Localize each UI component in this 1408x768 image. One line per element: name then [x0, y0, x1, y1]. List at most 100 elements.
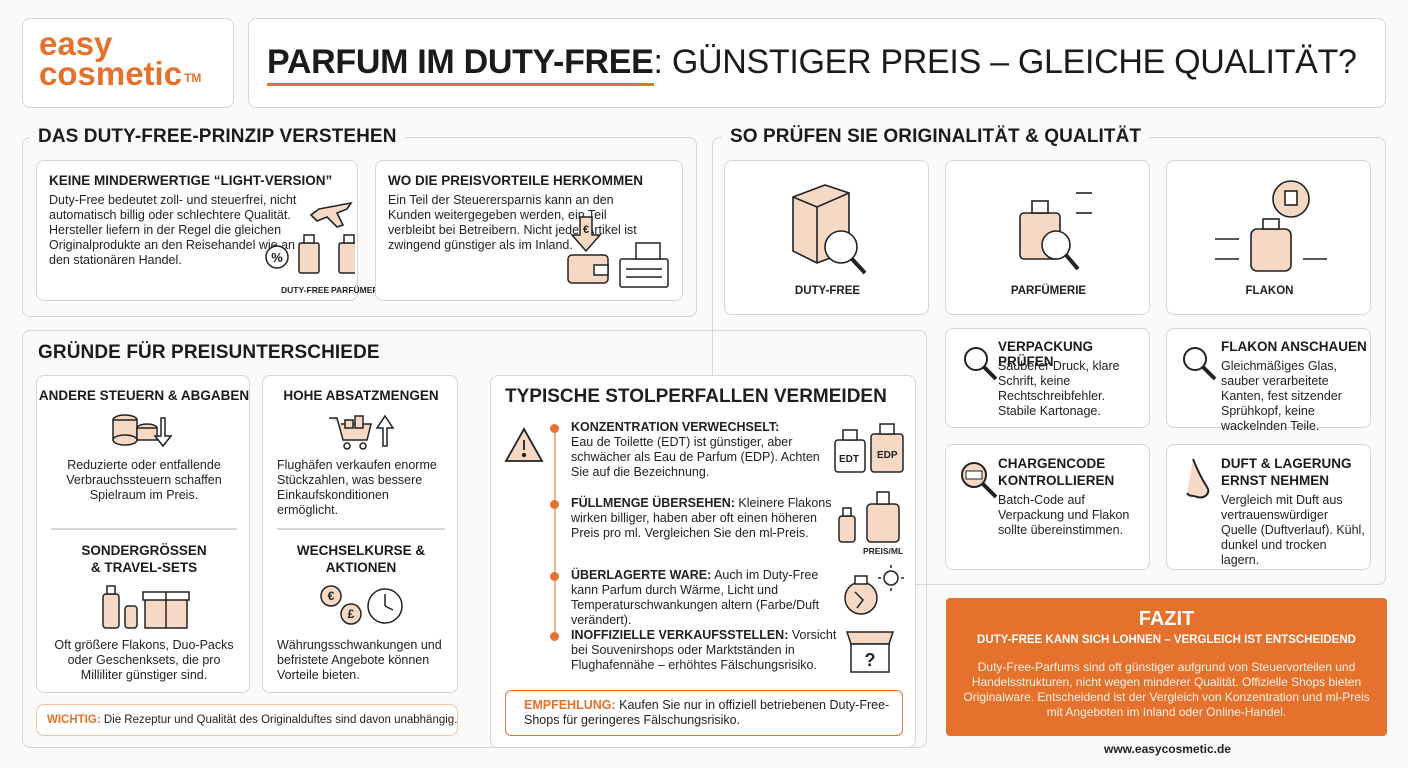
duty-free-bottle-icon [298, 234, 320, 274]
duty-free-illustration: % DUTY-FREE PARFÜMERIE [225, 193, 387, 299]
tip-title-3: CHARGENCODE KONTROLLIEREN [998, 456, 1115, 488]
footer-url[interactable]: www.easycosmetic.de [1104, 742, 1231, 756]
logo-tm: TM [184, 71, 202, 85]
page-title-highlight: PARFUM IM DUTY-FREE [267, 43, 654, 86]
reasons-note: WICHTIG: Die Rezeptur und Qualität des O… [36, 704, 458, 736]
check-icon-duty-free: DUTY-FREE [724, 160, 929, 315]
bottle-magnifier-icon [1019, 192, 1092, 271]
principle-box-1-text: Duty-Free bedeutet zoll- und steuerfrei,… [49, 193, 297, 267]
reason-title-1: ANDERE STEUERN & ABGABEN [38, 388, 250, 403]
fazit-title: FAZIT [1138, 608, 1195, 630]
check-icon-flakon: FLAKON [1166, 160, 1371, 315]
reason-title-2: HOHE ABSATZMENGEN [283, 388, 439, 403]
reason-divider [51, 528, 237, 530]
principle-box-2-text: Ein Teil der Steuerersparnis kann an den… [388, 193, 637, 252]
price-per-ml-label: PREIS/ML [863, 546, 904, 556]
shop-question-icon: ? [845, 631, 895, 673]
svg-text:?: ? [865, 650, 876, 670]
euro-arrow-icon: € [570, 216, 602, 253]
currency-clock-icon: € £ [320, 585, 403, 625]
pitfall-title-4: INOFFIZIELLE VERKAUFSSTELLEN: [571, 628, 789, 642]
reason-text-4: Währungsschwankungen und befristete Ange… [277, 638, 442, 682]
reasons-right: HOHE ABSATZMENGEN Flughäfen verkaufen en… [262, 375, 458, 693]
pitfall-text-2: Kleinere Flakons wirken billiger, haben … [571, 496, 832, 540]
principle-box-2: WO DIE PREISVORTEILE HERKOMMEN Ein Teil … [375, 160, 683, 301]
reasons-note-text: WICHTIG: Die Rezeptur und Qualität des O… [47, 714, 457, 726]
tip-card-scent: DUFT & LAGERUNG ERNST NEHMEN Vergleich m… [1166, 444, 1371, 570]
page-title: PARFUM IM DUTY-FREE: GÜNSTIGER PREIS – G… [267, 43, 1357, 86]
parfumerie-bottle-icon [338, 234, 355, 274]
reasons-title: GRÜNDE FÜR PREISUNTERSCHIEDE [30, 342, 388, 364]
recommendation-body: Kaufen Sie nur in offiziell betriebenen … [524, 698, 890, 727]
check-icon-label-1: DUTY-FREE [794, 285, 861, 297]
tip-card-flakon: FLAKON ANSCHAUEN Gleichmäßiges Glas, sau… [1166, 328, 1371, 433]
tip-card-packaging: VERPACKUNG PRÜFEN Sauberer Druck, klare … [945, 328, 1150, 428]
pitfall-item-1: KONZENTRATION VERWECHSELT: Eau de Toilet… [571, 420, 833, 480]
pitfall-timeline [554, 432, 556, 640]
page-title-rest: : GÜNSTIGER PREIS – GLEICHE QUALITÄT? [653, 43, 1357, 81]
fazit-text: Duty-Free-Parfums sind oft günstiger auf… [963, 660, 1370, 719]
coins-arrow-down-icon [112, 414, 173, 448]
duty-free-label: DUTY-FREE [281, 285, 330, 295]
tip-text-4: Vergleich mit Duft aus vertrauenswürdige… [1221, 493, 1365, 567]
pitfalls-title: TYPISCHE STOLPERFALLEN VERMEIDEN [505, 386, 887, 407]
principle-box-2-title: WO DIE PREISVORTEILE HERKOMMEN [388, 173, 644, 188]
check-icon-label-3: FLAKON [1245, 285, 1294, 297]
reason-text-3: Oft größere Flakons, Duo-Packs oder Gesc… [54, 638, 234, 682]
parfumerie-label: PARFÜMERIE [331, 285, 387, 295]
flakon-spray-icon [1215, 180, 1327, 272]
reason-title-3: SONDERGRÖSSEN & TRAVEL-SETS [81, 543, 207, 575]
reason-text-1: Reduzierte oder entfallende Verbrauchsst… [66, 458, 222, 502]
pitfall-text-1: Eau de Toilette (EDT) ist günstiger, abe… [571, 435, 820, 479]
svg-text:£: £ [348, 607, 355, 621]
check-title: SO PRÜFEN SIE ORIGINALITÄT & QUALITÄT [722, 126, 1150, 148]
batch-code-magnifier-icon [961, 462, 998, 499]
travel-set-gift-icon [102, 585, 190, 629]
reason-divider [277, 528, 445, 530]
logo-line1: easy [39, 25, 113, 62]
note-label: WICHTIG: [47, 714, 101, 726]
pitfall-title-1: KONZENTRATION VERWECHSELT: [571, 420, 780, 434]
bottle-size-icon [838, 491, 900, 543]
wallet-icon [567, 254, 609, 284]
tip-text-1: Sauberer Druck, klare Schrift, keine Rec… [998, 359, 1120, 418]
reasons-section [22, 330, 927, 748]
check-icon-label-2: PARFÜMERIE [1010, 285, 1087, 297]
principle-title: DAS DUTY-FREE-PRINZIP VERSTEHEN [30, 126, 405, 148]
reason-title-4: WECHSELKURSE & AKTIONEN [296, 543, 426, 575]
pitfall-bullet [550, 632, 559, 641]
reason-text-2: Flughäfen verkaufen enorme Stückzahlen, … [277, 458, 437, 517]
pitfall-bullet [550, 572, 559, 581]
pitfall-item-3: ÜBERLAGERTE WARE: Auch im Duty-Free kann… [571, 568, 845, 628]
pitfall-item-2: FÜLLMENGE ÜBERSEHEN: Kleinere Flakons wi… [571, 496, 833, 541]
reasons-left: ANDERE STEUERN & ABGABEN Reduzierte oder… [36, 375, 250, 693]
warning-icon [504, 427, 544, 462]
tip-title-1: VERPACKUNG PRÜFEN [998, 339, 1094, 369]
cart-arrow-up-icon [329, 414, 395, 450]
check-icon-parfumerie: PARFÜMERIE [945, 160, 1150, 315]
pitfall-title-2: FÜLLMENGE ÜBERSEHEN: [571, 496, 735, 510]
principle-box-1-title: KEINE MINDERWERTIGE “LIGHT-VERSION” [49, 173, 333, 188]
tip-title-4: DUFT & LAGERUNG ERNST NEHMEN [1221, 456, 1352, 488]
nose-icon [1186, 458, 1210, 499]
fazit-box: FAZIT DUTY-FREE KANN SICH LOHNEN – VERGL… [946, 598, 1387, 736]
svg-text:%: % [271, 250, 283, 265]
cash-register-icon [619, 242, 669, 288]
pitfall-title-3: ÜBERLAGERTE WARE: [571, 568, 712, 582]
logo-line2: cosmetic [39, 55, 183, 92]
tip-text-3: Batch-Code auf Verpackung und Flakon sol… [998, 493, 1130, 537]
principle-box-1: KEINE MINDERWERTIGE “LIGHT-VERSION” Duty… [36, 160, 387, 301]
sun-bottle-icon [844, 565, 904, 615]
header-box: PARFUM IM DUTY-FREE: GÜNSTIGER PREIS – G… [248, 18, 1386, 108]
recommendation-box: EMPFEHLUNG: Kaufen Sie nur in offiziell … [505, 690, 903, 736]
fazit-subtitle: DUTY-FREE KANN SICH LOHNEN – VERGLEICH I… [977, 634, 1356, 646]
pitfall-text-4: Vorsicht bei Souvenirshops oder Marktstä… [571, 628, 837, 672]
pitfall-bullet [550, 424, 559, 433]
wallet-register-illustration: € [567, 216, 669, 288]
edt-edp-bottles-icon [834, 423, 904, 473]
svg-text:€: € [328, 589, 335, 603]
pitfall-bullet [550, 500, 559, 509]
svg-text:€: € [583, 224, 589, 236]
